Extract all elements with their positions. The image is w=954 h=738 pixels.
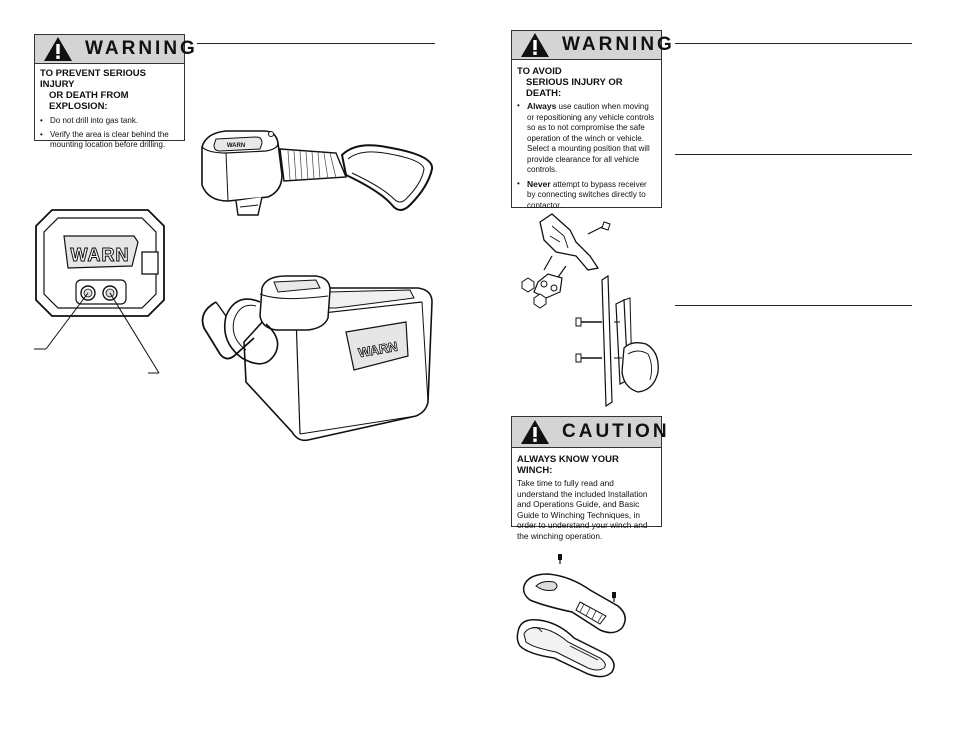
warning-bullet: Do not drill into gas tank. bbox=[40, 116, 179, 127]
caution-title: CAUTION bbox=[562, 421, 670, 442]
warning-header: WARNING bbox=[512, 31, 672, 60]
warning-triangle-icon bbox=[521, 420, 549, 444]
warn-logo-cradle: WARN bbox=[357, 339, 399, 361]
warn-logo-small: WARN bbox=[227, 143, 245, 149]
warning-heading: TO PREVENT SERIOUS INJURY OR DEATH FROM … bbox=[40, 68, 179, 112]
warning-box-left: WARNING TO PREVENT SERIOUS INJURY OR DEA… bbox=[34, 34, 195, 149]
warn-logo: WARN bbox=[71, 245, 130, 265]
receiver-front-illustration: WARN bbox=[34, 209, 165, 374]
warning-heading-line1: TO AVOID bbox=[517, 66, 562, 77]
section-rule bbox=[675, 154, 912, 155]
bullet-lead: Always bbox=[527, 101, 557, 111]
warning-triangle-icon bbox=[44, 37, 72, 61]
caution-text: Take time to fully read and understand t… bbox=[517, 478, 648, 541]
section-rule bbox=[197, 43, 435, 44]
remote-battery-illustration bbox=[516, 554, 626, 678]
bullet-text: use caution when moving or repositioning… bbox=[527, 102, 655, 174]
caution-header: CAUTION bbox=[512, 417, 667, 448]
bullet-text: attempt to bypass receiver by connecting… bbox=[527, 179, 647, 210]
bullet-lead: Never bbox=[527, 178, 551, 189]
warning-heading-line2: OR DEATH FROM EXPLOSION: bbox=[49, 90, 129, 112]
warning-title: WARNING bbox=[562, 34, 675, 55]
mounting-bracket-exploded-illustration bbox=[521, 213, 659, 408]
warning-header: WARNING bbox=[35, 35, 195, 64]
warning-bullet: Verify the area is clear behind the moun… bbox=[40, 130, 179, 151]
warning-bullets: Always use caution when moving or reposi… bbox=[517, 101, 656, 211]
warning-bullets: Do not drill into gas tank. Verify the a… bbox=[40, 116, 179, 151]
section-rule bbox=[675, 305, 912, 306]
warning-title: WARNING bbox=[85, 38, 198, 59]
warning-body: TO AVOID SERIOUS INJURY OR DEATH: Always… bbox=[512, 60, 661, 218]
warning-box-right: WARNING TO AVOID SERIOUS INJURY OR DEATH… bbox=[511, 30, 672, 210]
caution-body: ALWAYS KNOW YOUR WINCH: Take time to ful… bbox=[512, 448, 661, 546]
caution-heading: ALWAYS KNOW YOUR WINCH: bbox=[517, 454, 619, 476]
receiver-with-lanyard-illustration: WARN bbox=[201, 130, 434, 216]
warning-heading: TO AVOID SERIOUS INJURY OR DEATH: bbox=[517, 66, 656, 99]
warning-heading-line1: TO PREVENT SERIOUS INJURY bbox=[40, 68, 146, 90]
section-rule bbox=[675, 43, 912, 44]
receiver-cradle-illustration: WARN bbox=[201, 275, 433, 442]
warning-heading-line2: SERIOUS INJURY OR DEATH: bbox=[526, 77, 623, 99]
caution-box: CAUTION ALWAYS KNOW YOUR WINCH: Take tim… bbox=[511, 416, 667, 541]
warning-triangle-icon bbox=[521, 33, 549, 57]
warning-bullet: Never attempt to bypass receiver by conn… bbox=[517, 179, 656, 212]
warning-body: TO PREVENT SERIOUS INJURY OR DEATH FROM … bbox=[35, 64, 184, 158]
warning-bullet: Always use caution when moving or reposi… bbox=[517, 101, 656, 176]
